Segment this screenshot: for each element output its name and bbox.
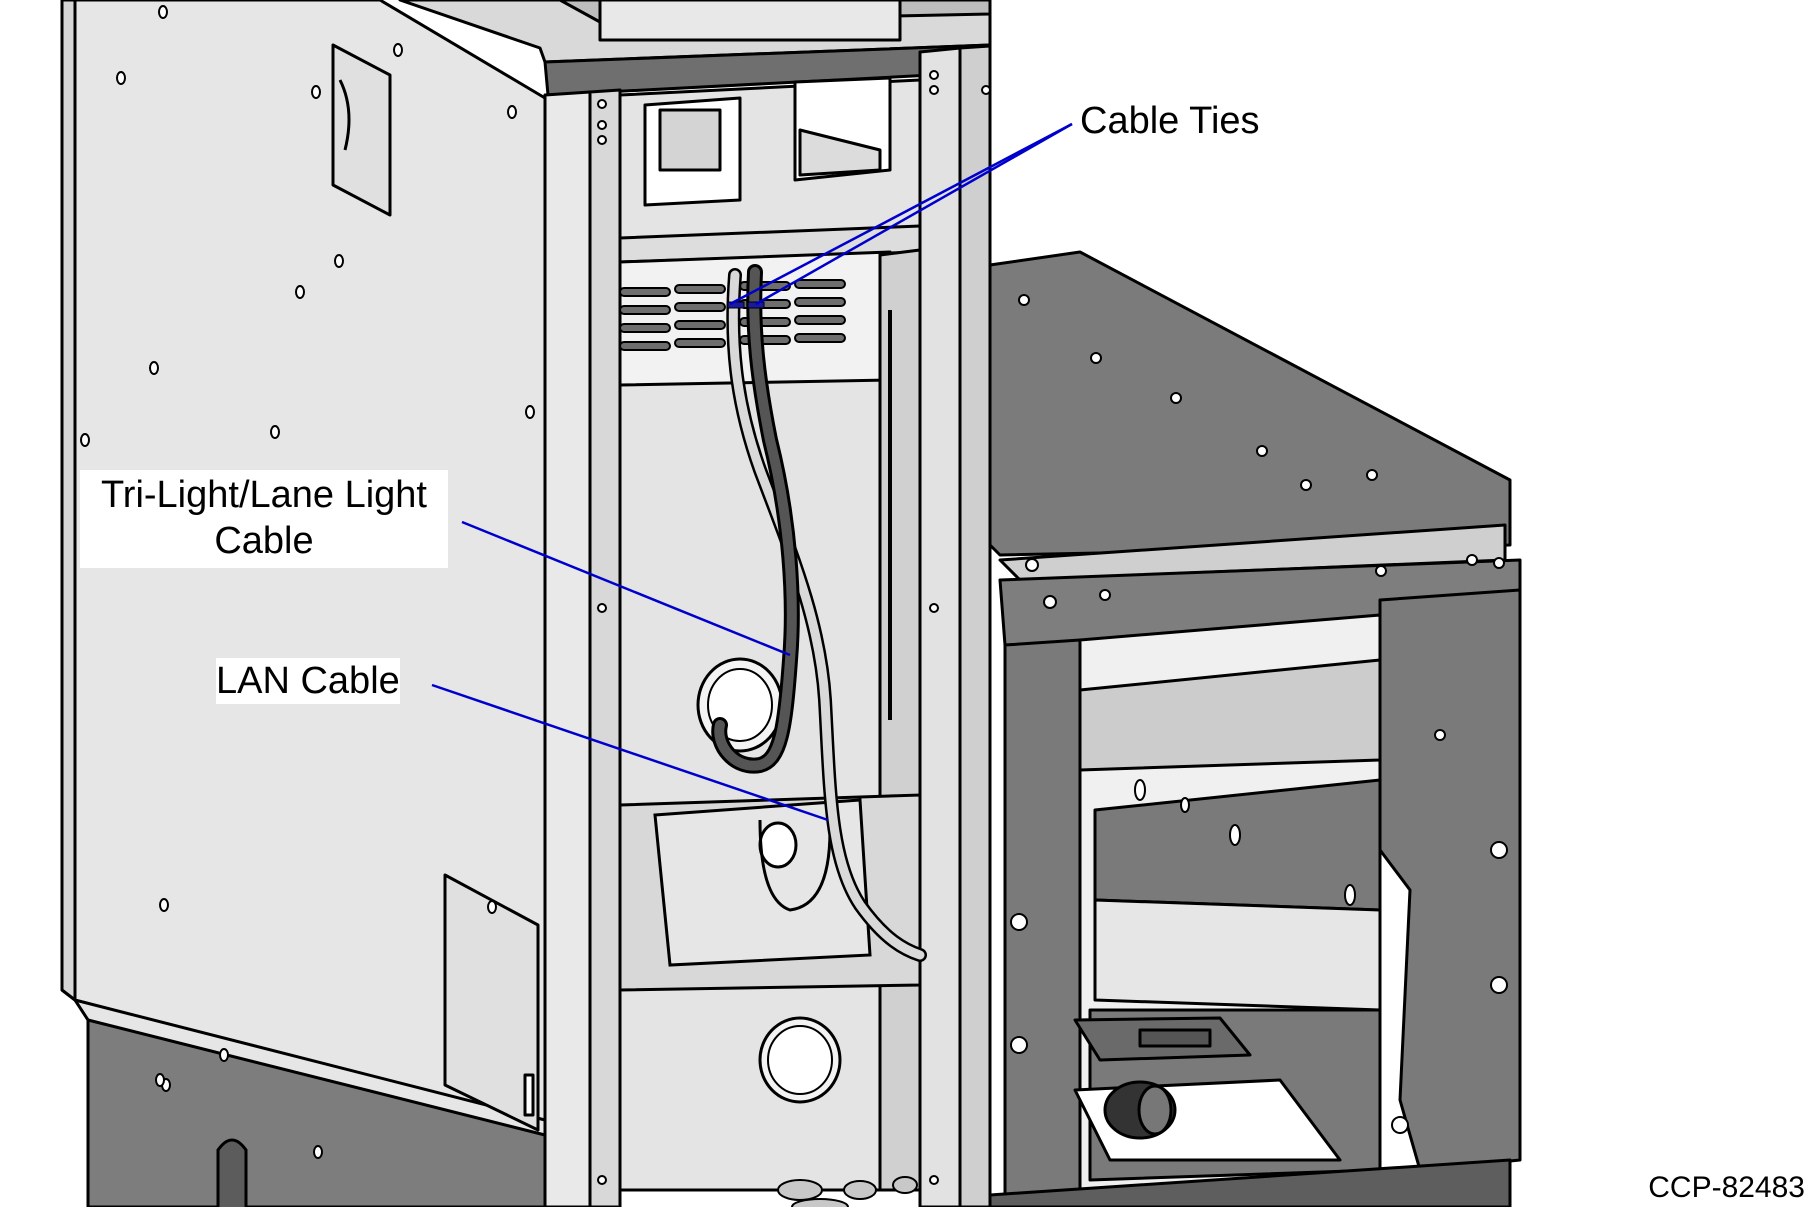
callout-leader-lines — [431, 122, 1073, 822]
lan-cable — [726, 268, 927, 962]
caster-wheel — [1103, 1080, 1177, 1140]
leader-lan — [431, 683, 829, 822]
interior-side-bracket — [878, 248, 922, 1192]
side-panel-screws — [80, 5, 535, 1159]
leader-cable-ties-1 — [729, 122, 1073, 306]
frame-screws — [597, 70, 991, 1185]
cable-grommet-lower-inner — [767, 1025, 833, 1095]
callout-trilight-line2: Cable — [214, 520, 314, 562]
plinth-notch — [216, 1138, 248, 1207]
callout-trilight-line1: Tri-Light/Lane Light — [100, 474, 427, 516]
right-module-frame — [988, 250, 1522, 1207]
interior-back-panel — [618, 76, 922, 1192]
vent-slots — [619, 279, 846, 351]
callout-lan-cable: LAN Cable — [216, 658, 400, 704]
callout-trilight-cable: Tri-Light/Lane Light Cable — [80, 470, 448, 568]
callout-cable-ties: Cable Ties — [1080, 98, 1260, 144]
leader-trilight — [461, 520, 791, 657]
cabinet-top-lid — [398, 0, 992, 97]
right-module-screws — [1010, 294, 1508, 1134]
tri-light-cable — [711, 264, 800, 774]
leader-cable-ties-2 — [755, 122, 1073, 306]
lower-bracket — [653, 798, 872, 967]
lower-grommet — [758, 821, 798, 869]
bottom-fittings — [777, 1176, 918, 1207]
keyhole-slots — [1134, 779, 1356, 906]
cabinet-left-side-panel — [60, 0, 547, 1207]
cabinet-front-frame — [543, 44, 992, 1207]
figure-id: CCP-82483 — [1648, 1171, 1805, 1204]
lower-bracket-curve — [758, 819, 832, 912]
